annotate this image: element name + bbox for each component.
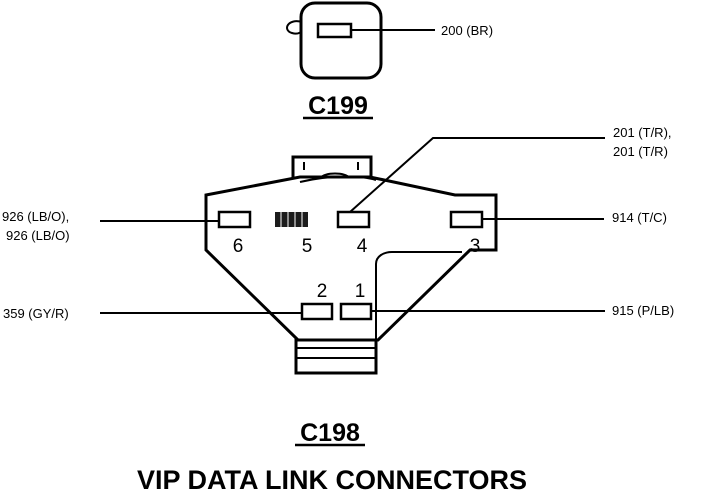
cavity-2	[300, 302, 334, 321]
wire-915-label: 915 (P/LB)	[612, 303, 674, 318]
wire-201-leader	[349, 137, 605, 213]
c199-cavity	[316, 22, 353, 39]
wire-201-label-line2: 201 (T/R)	[613, 144, 668, 159]
cavity-6	[217, 210, 252, 229]
cavity-4	[336, 210, 371, 229]
wire-201-label-line1: 201 (T/R),	[613, 125, 672, 140]
c199-housing	[299, 1, 383, 80]
pin-number-5: 5	[302, 236, 313, 257]
cavity-5-filled	[275, 212, 308, 227]
c198-title: C198	[300, 419, 360, 447]
diagram-caption: VIP DATA LINK CONNECTORS	[137, 465, 527, 492]
wire-914-label: 914 (T/C)	[612, 210, 667, 225]
c198-bottom-tab	[294, 336, 378, 375]
pin-number-6: 6	[233, 236, 244, 257]
wire-926-label-line2: 926 (LB/O)	[6, 228, 70, 243]
wire-359-label: 359 (GY/R)	[3, 306, 69, 321]
pin-number-4: 4	[357, 236, 368, 257]
pin-number-3: 3	[470, 236, 481, 257]
wire-926-label-line1: 926 (LB/O),	[2, 209, 69, 224]
c199-wire-label: 200 (BR)	[441, 23, 493, 38]
cavity-3	[449, 210, 484, 229]
c199-connector: 200 (BR) C199	[286, 1, 493, 120]
pin-number-2: 2	[317, 281, 328, 302]
c199-title: C199	[308, 92, 368, 120]
cavity-1	[339, 302, 373, 321]
c198-top-curve	[299, 175, 377, 183]
c198-connector: 6 5 4 3 2 1 201 (T/R), 201 (T/R) 926 (LB…	[2, 125, 674, 447]
pin-number-1: 1	[355, 281, 366, 302]
c198-inner-step	[375, 251, 462, 340]
